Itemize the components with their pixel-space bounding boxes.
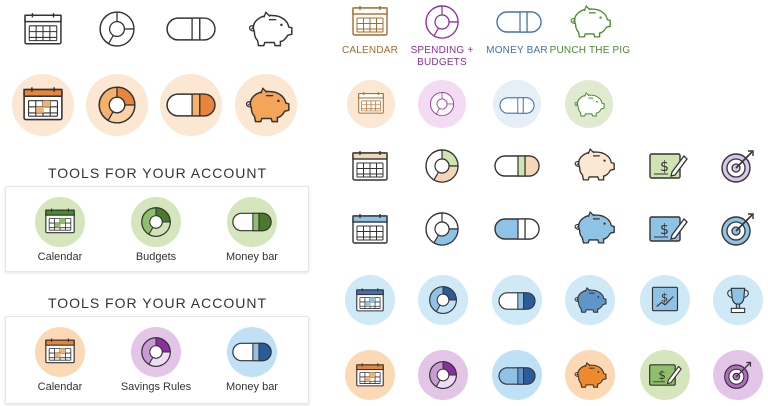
- target-icon: [720, 211, 756, 247]
- tool-label: Savings Rules: [120, 381, 192, 393]
- calendar-icon: [358, 92, 384, 114]
- pill-toggle-icon: [496, 11, 542, 33]
- target-icon: [723, 360, 753, 390]
- calendar-icon: [45, 208, 75, 234]
- tool-label: Budgets: [135, 251, 177, 263]
- donut-chart-icon: [428, 285, 458, 315]
- tool-calendar[interactable]: Calendar: [12, 197, 108, 263]
- piggy-bank-icon: [570, 148, 618, 181]
- donut-chart-icon: [424, 211, 460, 247]
- tool-label: Calendar: [37, 251, 83, 263]
- tool-money-bar[interactable]: Money bar: [204, 197, 300, 263]
- tool-calendar[interactable]: Calendar: [12, 327, 108, 393]
- check-pencil-icon: [648, 150, 688, 182]
- calendar-icon: [45, 338, 75, 364]
- calendar-icon: [23, 87, 63, 121]
- check-pencil-icon: [648, 361, 682, 389]
- pill-toggle-icon: [494, 155, 540, 177]
- pill-toggle-icon: [499, 97, 535, 114]
- section-title: TOOLS FOR YOUR ACCOUNT: [47, 165, 268, 181]
- label-calendar: CALENDAR: [341, 45, 399, 56]
- pill-toggle-icon: [498, 292, 536, 310]
- tool-label: Calendar: [37, 381, 83, 393]
- label-punch-the-pig: PUNCH THE PIG: [549, 45, 631, 56]
- pill-toggle-icon: [166, 17, 216, 41]
- calendar-icon: [356, 288, 384, 312]
- calendar-icon: [356, 363, 384, 387]
- donut-chart-icon: [140, 206, 172, 238]
- tools-card: Calendar Budgets Money bar: [5, 186, 309, 272]
- pill-toggle-icon: [166, 93, 216, 117]
- label-money-bar: MONEY BAR: [486, 45, 548, 56]
- donut-chart-icon: [429, 91, 455, 117]
- piggy-bank-icon: [571, 362, 609, 388]
- calendar-icon: [352, 5, 388, 37]
- donut-chart-icon: [424, 4, 460, 40]
- tools-card: Calendar Savings Rules Money bar: [5, 316, 309, 404]
- label-spending-budgets: SPENDING + BUDGETS: [410, 45, 474, 68]
- tool-budgets[interactable]: Budgets: [108, 197, 204, 263]
- trophy-icon: [723, 284, 753, 316]
- section-title: TOOLS FOR YOUR ACCOUNT: [47, 295, 268, 311]
- piggy-bank-icon: [571, 92, 607, 117]
- tool-label: Money bar: [226, 251, 278, 263]
- calendar-icon: [352, 150, 388, 182]
- piggy-bank-icon: [571, 287, 609, 313]
- tool-savings-rules[interactable]: Savings Rules: [108, 327, 204, 393]
- target-icon: [720, 148, 756, 184]
- calendar-icon: [352, 213, 388, 245]
- tool-label: Money bar: [226, 381, 278, 393]
- calendar-icon: [24, 12, 62, 46]
- dollar-chart-icon: [650, 284, 680, 314]
- piggy-bank-icon: [241, 87, 293, 123]
- piggy-bank-icon: [566, 5, 614, 38]
- tool-money-bar[interactable]: Money bar: [204, 327, 300, 393]
- piggy-bank-icon: [244, 11, 296, 47]
- donut-chart-icon: [424, 148, 460, 184]
- pill-toggle-icon: [232, 342, 272, 362]
- donut-chart-icon: [97, 85, 137, 125]
- check-pencil-icon: [648, 213, 688, 245]
- donut-chart-icon: [140, 336, 172, 368]
- pill-toggle-icon: [494, 218, 540, 240]
- donut-chart-icon: [428, 360, 458, 390]
- pill-toggle-icon: [498, 367, 536, 385]
- pill-toggle-icon: [232, 212, 272, 232]
- piggy-bank-icon: [570, 211, 618, 244]
- donut-chart-icon: [98, 10, 136, 48]
